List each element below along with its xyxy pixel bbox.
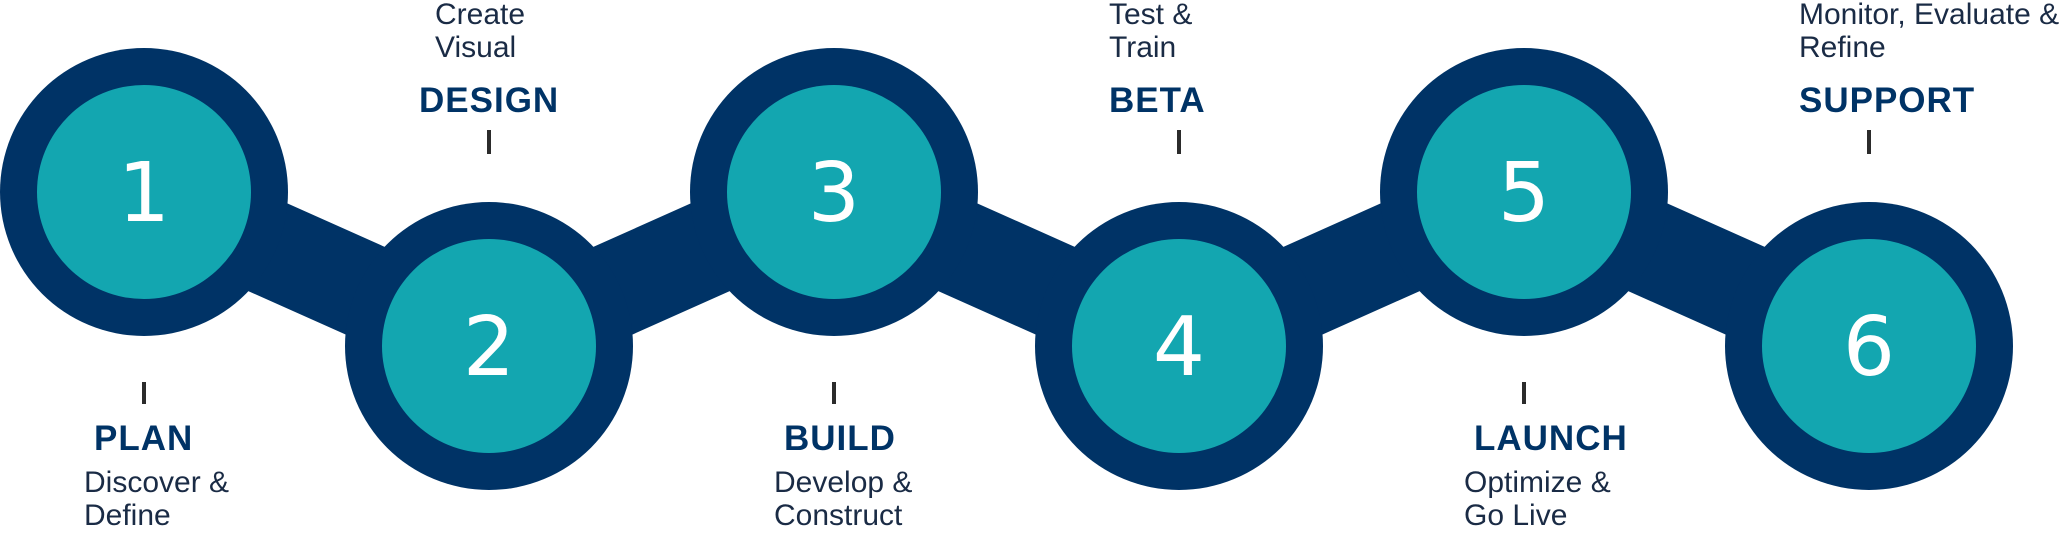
step-3-number: 3	[808, 146, 860, 241]
step-4-desc-line-1: Test &	[1109, 0, 1192, 31]
step-6-desc-line-1: Monitor, Evaluate &	[1799, 0, 2059, 31]
step-1-desc-line-1: Discover &	[84, 466, 229, 499]
step-5-circle	[1417, 85, 1631, 299]
step-4-title: BETA	[1109, 81, 1206, 120]
step-3-title: BUILD	[784, 419, 896, 458]
step-5-desc-line-1: Optimize &	[1464, 466, 1611, 499]
step-2-number: 2	[463, 300, 515, 395]
step-nodes: 1 2 3 4 5 6	[0, 48, 2013, 490]
step-6-circle	[1762, 239, 1976, 453]
step-5-desc-line-2: Go Live	[1464, 499, 1567, 532]
step-1-title: PLAN	[94, 419, 193, 458]
step-3-desc-line-1: Develop &	[774, 466, 912, 499]
step-6-number: 6	[1843, 300, 1895, 395]
step-3-desc-line-2: Construct	[774, 499, 903, 532]
step-2-title: DESIGN	[419, 81, 559, 120]
step-4-desc-line-2: Train	[1109, 31, 1176, 64]
step-2-desc-line-2: Visual	[435, 31, 516, 64]
step-2-desc-line-1: Create	[435, 0, 525, 31]
step-5-number: 5	[1498, 146, 1550, 241]
step-labels: PLAN Discover &Define DESIGN CreateVisualBU…	[84, 0, 2059, 532]
step-4-number: 4	[1153, 300, 1205, 395]
step-3-circle	[727, 85, 941, 299]
step-1-desc-line-2: Define	[84, 499, 171, 532]
step-2-circle	[382, 239, 596, 453]
step-4-circle	[1072, 239, 1286, 453]
step-1-number: 1	[118, 146, 170, 241]
step-1-circle	[37, 85, 251, 299]
step-6-title: SUPPORT	[1799, 81, 1975, 120]
step-5-title: LAUNCH	[1474, 419, 1628, 458]
step-6-desc-line-2: Refine	[1799, 31, 1886, 64]
